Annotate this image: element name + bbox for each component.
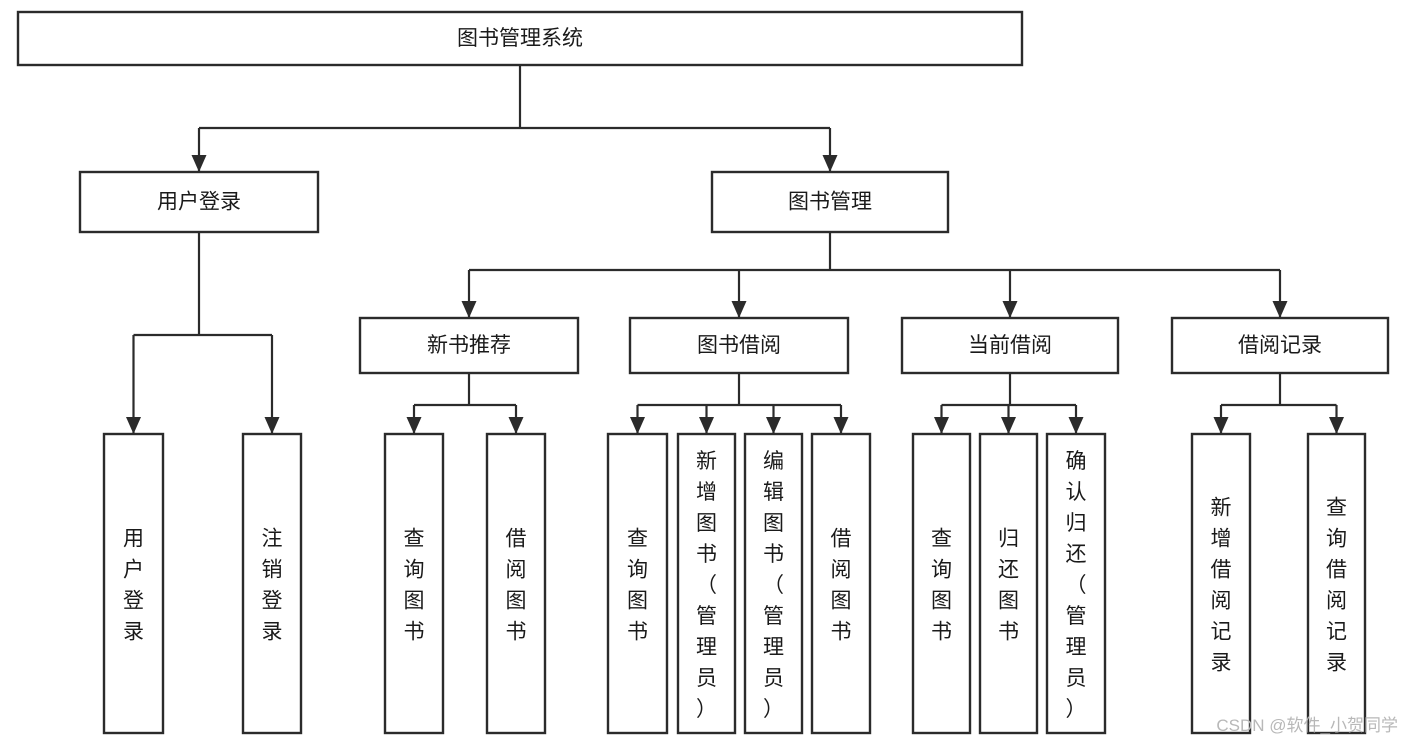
node-leaf-borrow-book[interactable]: 借阅图书 <box>810 432 872 735</box>
user-login-to-leaves-arrow-1 <box>264 417 280 434</box>
node-leaf-query-borrow-record-box <box>1306 432 1367 735</box>
bookmgmt-to-level3-arrow-1 <box>731 301 747 318</box>
node-book-borrow-box <box>628 316 850 375</box>
node-leaf-add-borrow-record[interactable]: 新增借阅记录 <box>1190 432 1252 735</box>
new-book-recommend-to-leaves-arrow-0 <box>406 417 422 434</box>
node-leaf-return-book-label: 归还图书 <box>998 528 1019 644</box>
node-leaf-confirm-return-admin[interactable]: 确认归还（管理员） <box>1045 432 1107 735</box>
root-to-level2-arrow-0 <box>191 155 207 172</box>
node-leaf-query-book-borrow-box <box>606 432 669 735</box>
node-leaf-add-book-admin[interactable]: 新增图书（管理员） <box>676 432 737 735</box>
node-leaf-edit-book-admin[interactable]: 编辑图书（管理员） <box>743 432 804 735</box>
node-leaf-query-book-borrow[interactable]: 查询图书 <box>606 432 669 735</box>
edges-layer <box>126 65 1344 434</box>
current-borrow-to-leaves-arrow-1 <box>1001 417 1016 434</box>
borrow-record-to-leaves-arrow-1 <box>1329 417 1344 434</box>
node-leaf-query-borrow-record[interactable]: 查询借阅记录 <box>1306 432 1367 735</box>
node-current-borrow-label: 当前借阅 <box>968 334 1052 357</box>
node-current-borrow-box <box>900 316 1120 375</box>
node-leaf-add-borrow-record-label: 新增借阅记录 <box>1211 497 1232 675</box>
nodes-layer: 图书管理系统用户登录图书管理新书推荐图书借阅当前借阅借阅记录用户登录注销登录查询… <box>16 10 1390 735</box>
node-leaf-add-borrow-record-box <box>1190 432 1252 735</box>
node-user-login[interactable]: 用户登录 <box>78 170 320 234</box>
node-borrow-record[interactable]: 借阅记录 <box>1170 316 1390 375</box>
book-borrow-to-leaves-arrow-0 <box>630 417 645 434</box>
node-leaf-logout[interactable]: 注销登录 <box>241 432 303 735</box>
node-leaf-logout-label: 注销登录 <box>262 528 283 644</box>
node-leaf-borrow-book-recommend-label: 借阅图书 <box>506 528 527 644</box>
node-root-root[interactable]: 图书管理系统 <box>16 10 1024 67</box>
node-leaf-query-book-current-box <box>911 432 972 735</box>
node-current-borrow[interactable]: 当前借阅 <box>900 316 1120 375</box>
node-user-login-label: 用户登录 <box>157 191 241 214</box>
node-leaf-add-book-admin-label: 新增图书（管理员） <box>696 450 717 721</box>
node-user-login-box <box>78 170 320 234</box>
node-leaf-query-book-recommend[interactable]: 查询图书 <box>383 432 445 735</box>
node-leaf-return-book-box <box>978 432 1039 735</box>
node-leaf-query-book-current-label: 查询图书 <box>931 528 952 644</box>
bookmgmt-to-level3-arrow-0 <box>461 301 477 318</box>
node-book-borrow-label: 图书借阅 <box>697 334 781 357</box>
node-book-management-box <box>710 170 950 234</box>
node-new-book-recommend[interactable]: 新书推荐 <box>358 316 580 375</box>
node-book-management[interactable]: 图书管理 <box>710 170 950 234</box>
book-borrow-to-leaves-arrow-3 <box>833 417 849 434</box>
node-leaf-query-book-borrow-label: 查询图书 <box>627 528 648 644</box>
node-leaf-return-book[interactable]: 归还图书 <box>978 432 1039 735</box>
node-leaf-add-book-admin-box <box>676 432 737 735</box>
node-book-management-label: 图书管理 <box>788 191 872 214</box>
node-leaf-edit-book-admin-box <box>743 432 804 735</box>
node-leaf-borrow-book-label: 借阅图书 <box>831 528 852 644</box>
book-borrow-to-leaves-arrow-1 <box>699 417 714 434</box>
borrow-record-to-leaves-arrow-0 <box>1213 417 1229 434</box>
node-leaf-confirm-return-admin-box <box>1045 432 1107 735</box>
node-leaf-user-login-box <box>102 432 165 735</box>
node-leaf-edit-book-admin-label: 编辑图书（管理员） <box>763 450 784 721</box>
node-leaf-logout-box <box>241 432 303 735</box>
book-borrow-to-leaves-arrow-2 <box>766 417 781 434</box>
node-leaf-query-borrow-record-label: 查询借阅记录 <box>1326 497 1347 675</box>
node-root-root-box <box>16 10 1024 67</box>
node-leaf-confirm-return-admin-label: 确认归还（管理员） <box>1066 450 1087 721</box>
current-borrow-to-leaves-arrow-0 <box>934 417 949 434</box>
node-new-book-recommend-label: 新书推荐 <box>427 334 511 357</box>
node-leaf-query-book-current[interactable]: 查询图书 <box>911 432 972 735</box>
node-leaf-borrow-book-box <box>810 432 872 735</box>
csdn-watermark: CSDN @软件_小贺同学 <box>1216 716 1398 735</box>
user-login-to-leaves-arrow-0 <box>126 417 141 434</box>
node-borrow-record-box <box>1170 316 1390 375</box>
current-borrow-to-leaves-arrow-2 <box>1068 417 1084 434</box>
node-leaf-user-login-label: 用户登录 <box>123 528 144 644</box>
node-leaf-borrow-book-recommend-box <box>485 432 547 735</box>
node-new-book-recommend-box <box>358 316 580 375</box>
node-borrow-record-label: 借阅记录 <box>1238 334 1322 357</box>
new-book-recommend-to-leaves-arrow-1 <box>508 417 524 434</box>
bookmgmt-to-level3-arrow-3 <box>1272 301 1288 318</box>
node-leaf-query-book-recommend-label: 查询图书 <box>404 528 425 644</box>
bookmgmt-to-level3-arrow-2 <box>1002 301 1018 318</box>
node-leaf-query-book-recommend-box <box>383 432 445 735</box>
node-root-root-label: 图书管理系统 <box>457 27 583 50</box>
node-leaf-borrow-book-recommend[interactable]: 借阅图书 <box>485 432 547 735</box>
root-to-level2-arrow-1 <box>822 155 838 172</box>
node-leaf-user-login[interactable]: 用户登录 <box>102 432 165 735</box>
node-book-borrow[interactable]: 图书借阅 <box>628 316 850 375</box>
